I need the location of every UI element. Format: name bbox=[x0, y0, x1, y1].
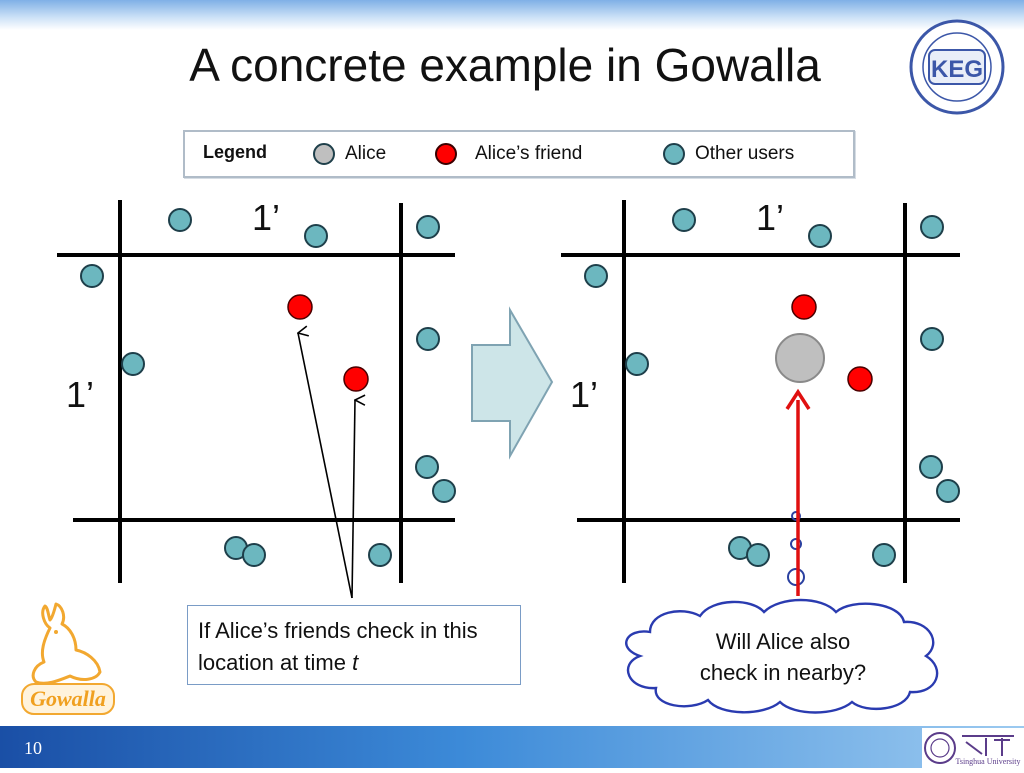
friends-checkin-callout: If Alice’s friends check in this locatio… bbox=[187, 605, 521, 685]
left-side-cell-label: 1’ bbox=[66, 374, 95, 415]
alice-trail bbox=[787, 511, 805, 586]
legend-label-friend: Alice’s friend bbox=[475, 143, 583, 164]
callout-time-variable: t bbox=[352, 650, 359, 675]
cloud-line-1: Will Alice also bbox=[715, 629, 851, 654]
cloud-line-2: check in nearby? bbox=[699, 660, 867, 685]
legend-label-alice: Alice bbox=[345, 143, 387, 164]
callout-arrows bbox=[298, 333, 355, 599]
legend: Legend Alice Alice’s friend Other users bbox=[183, 130, 855, 178]
red-arrow bbox=[785, 388, 811, 596]
left-other-users bbox=[80, 208, 456, 567]
left-friends bbox=[287, 294, 369, 392]
callout-text: If Alice’s friends check in this locatio… bbox=[198, 618, 478, 675]
alice-marker-icon bbox=[313, 143, 335, 165]
left-grid bbox=[57, 200, 455, 583]
right-grid bbox=[561, 200, 960, 583]
header-gradient bbox=[0, 0, 1024, 30]
right-side-cell-label: 1’ bbox=[570, 374, 599, 415]
right-top-cell-label: 1’ bbox=[756, 197, 785, 238]
right-other-users bbox=[584, 208, 960, 567]
left-top-cell-label: 1’ bbox=[252, 197, 281, 238]
keg-seal: KEG bbox=[909, 19, 1005, 115]
cloud-question: Will Alice also check in nearby? bbox=[660, 626, 906, 688]
gowalla-wordmark: Gowalla bbox=[30, 686, 106, 711]
alice-marker bbox=[775, 333, 825, 383]
transition-arrow bbox=[471, 306, 554, 460]
slide-title: A concrete example in Gowalla bbox=[189, 39, 821, 91]
tsinghua-footer-logo: Tsinghua University bbox=[922, 728, 1024, 768]
thought-cloud bbox=[625, 598, 939, 714]
legend-label-other-users: Other users bbox=[695, 143, 795, 164]
right-friends bbox=[791, 294, 873, 392]
page-number: 10 bbox=[24, 738, 42, 758]
friend-marker-icon bbox=[435, 143, 457, 165]
other-user-marker-icon bbox=[663, 143, 685, 165]
gowalla-logo: Gowalla bbox=[21, 602, 115, 715]
keg-text: KEG bbox=[931, 56, 983, 83]
legend-title: Legend bbox=[203, 142, 268, 162]
footer-bar bbox=[0, 726, 1024, 768]
footer-logo-text: Tsinghua University bbox=[956, 757, 1021, 766]
